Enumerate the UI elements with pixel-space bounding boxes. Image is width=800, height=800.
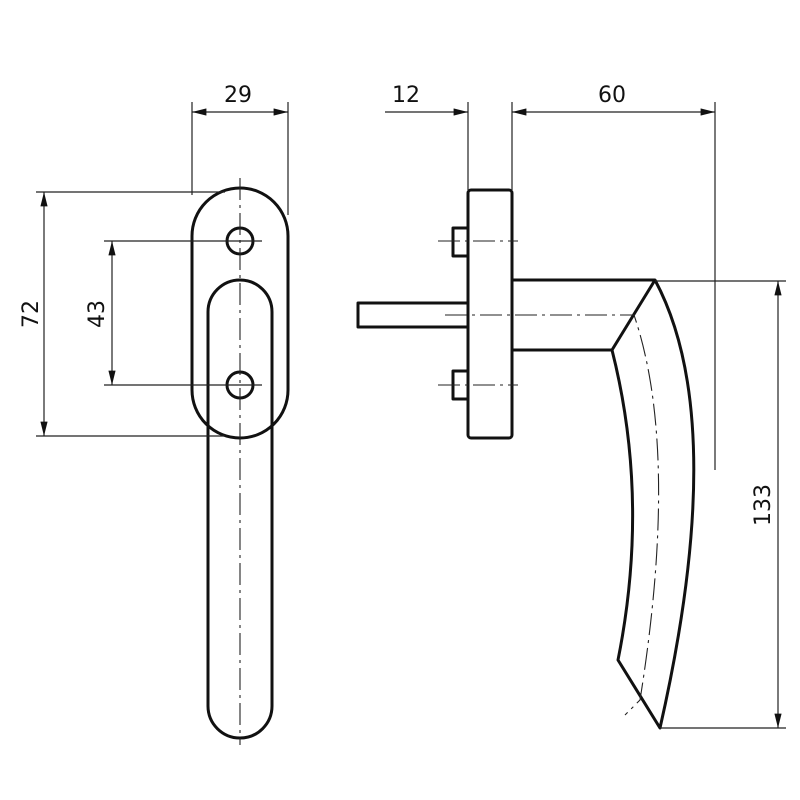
dim-label-60: 60 bbox=[598, 83, 626, 108]
dimension-29 bbox=[191, 102, 289, 215]
dim-label-72: 72 bbox=[19, 300, 44, 328]
centerline-lever bbox=[445, 314, 660, 716]
rose-plate bbox=[466, 188, 514, 440]
dim-label-133: 133 bbox=[751, 484, 776, 526]
dimension-43 bbox=[104, 240, 262, 386]
dim-label-29: 29 bbox=[224, 83, 252, 108]
front-view bbox=[190, 178, 290, 745]
dim-label-43: 43 bbox=[85, 300, 110, 328]
screw-head-top bbox=[451, 226, 470, 258]
dimension-12 bbox=[385, 102, 513, 190]
dimension-60 bbox=[512, 102, 716, 470]
dimension-72 bbox=[36, 191, 225, 437]
lever-front bbox=[206, 278, 274, 740]
dimension-133 bbox=[655, 280, 786, 729]
lever-side bbox=[512, 278, 696, 730]
dim-label-12: 12 bbox=[392, 83, 420, 108]
side-view bbox=[356, 188, 696, 730]
